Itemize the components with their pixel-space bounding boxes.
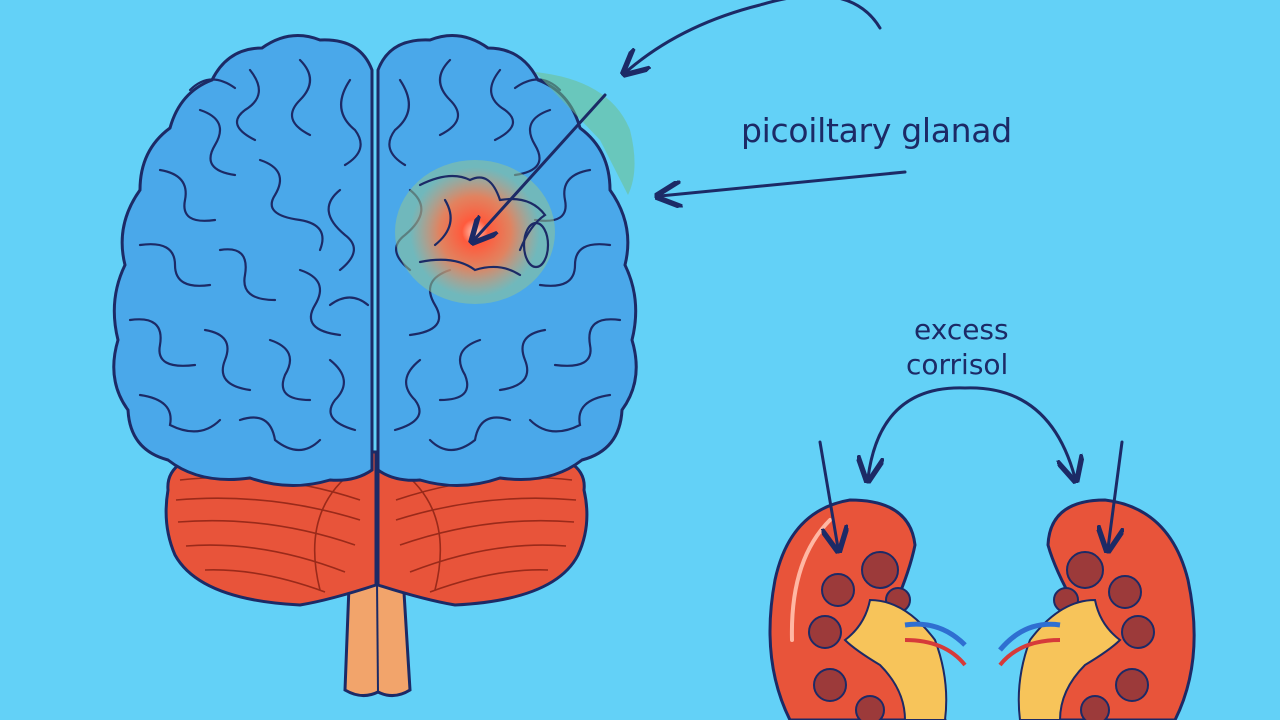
left-kidney-pyramids [808, 551, 911, 720]
right-kidney [998, 498, 1196, 720]
brain-arrows [474, 0, 907, 240]
left-kidney [768, 498, 967, 720]
kidney-arrows [818, 386, 1122, 548]
left-kidney-arrow [818, 440, 838, 548]
right-kidney-pyramids [1053, 551, 1155, 720]
pituitary-label: picoiltary glanad [741, 111, 1012, 150]
right-kidney-arrow [1108, 440, 1122, 548]
top-curved-arrow [626, 0, 882, 72]
cerebellum-folia [175, 469, 577, 593]
cerebellum [164, 448, 589, 607]
pituitary-arrow [660, 170, 907, 196]
brain-left-hemisphere [112, 34, 374, 487]
hotspot-arrow [474, 93, 607, 240]
pituitary-outline [418, 174, 550, 277]
excess-label: excess [914, 313, 1009, 346]
left-gyri [128, 58, 370, 452]
cortisol-double-arrow [868, 386, 1075, 478]
cortisol-label: corrisol [906, 348, 1009, 381]
